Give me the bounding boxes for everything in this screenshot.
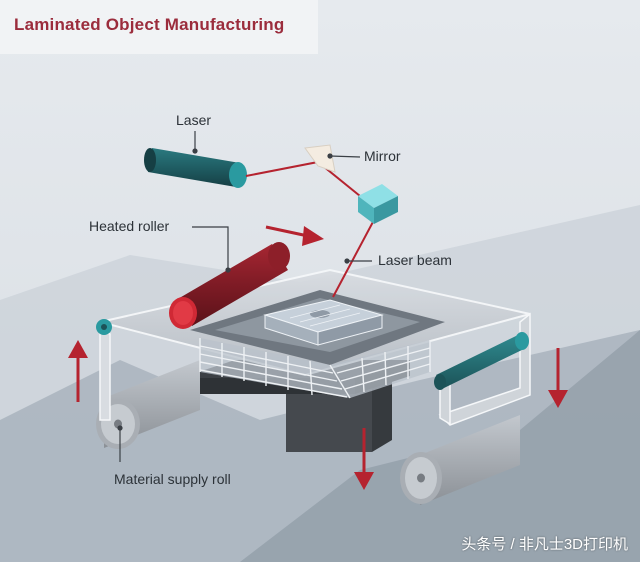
scanner-cube <box>358 184 398 224</box>
label-material-supply-roll: Material supply roll <box>114 471 231 487</box>
heated-roller <box>169 242 290 329</box>
part-model <box>263 299 384 346</box>
title-box <box>0 0 318 54</box>
watermark: 头条号 / 非凡士3D打印机 <box>461 536 628 553</box>
leader-lines <box>117 131 372 462</box>
laser-emitter <box>144 148 247 188</box>
laminated-part-stack <box>199 338 431 399</box>
label-heated-roller: Heated roller <box>89 218 170 234</box>
take-up-roll <box>400 415 520 505</box>
label-mirror: Mirror <box>364 148 401 164</box>
label-laser-beam: Laser beam <box>378 252 452 268</box>
motion-arrows <box>68 225 568 490</box>
mirror <box>304 144 336 173</box>
guide-roller-teal <box>96 319 112 335</box>
material-supply-roll <box>96 360 200 449</box>
diagram-title: Laminated Object Manufacturing <box>14 15 285 34</box>
take-up-roller-teal <box>434 332 529 390</box>
label-laser: Laser <box>176 112 212 128</box>
arrow-roller-direction <box>265 225 309 238</box>
